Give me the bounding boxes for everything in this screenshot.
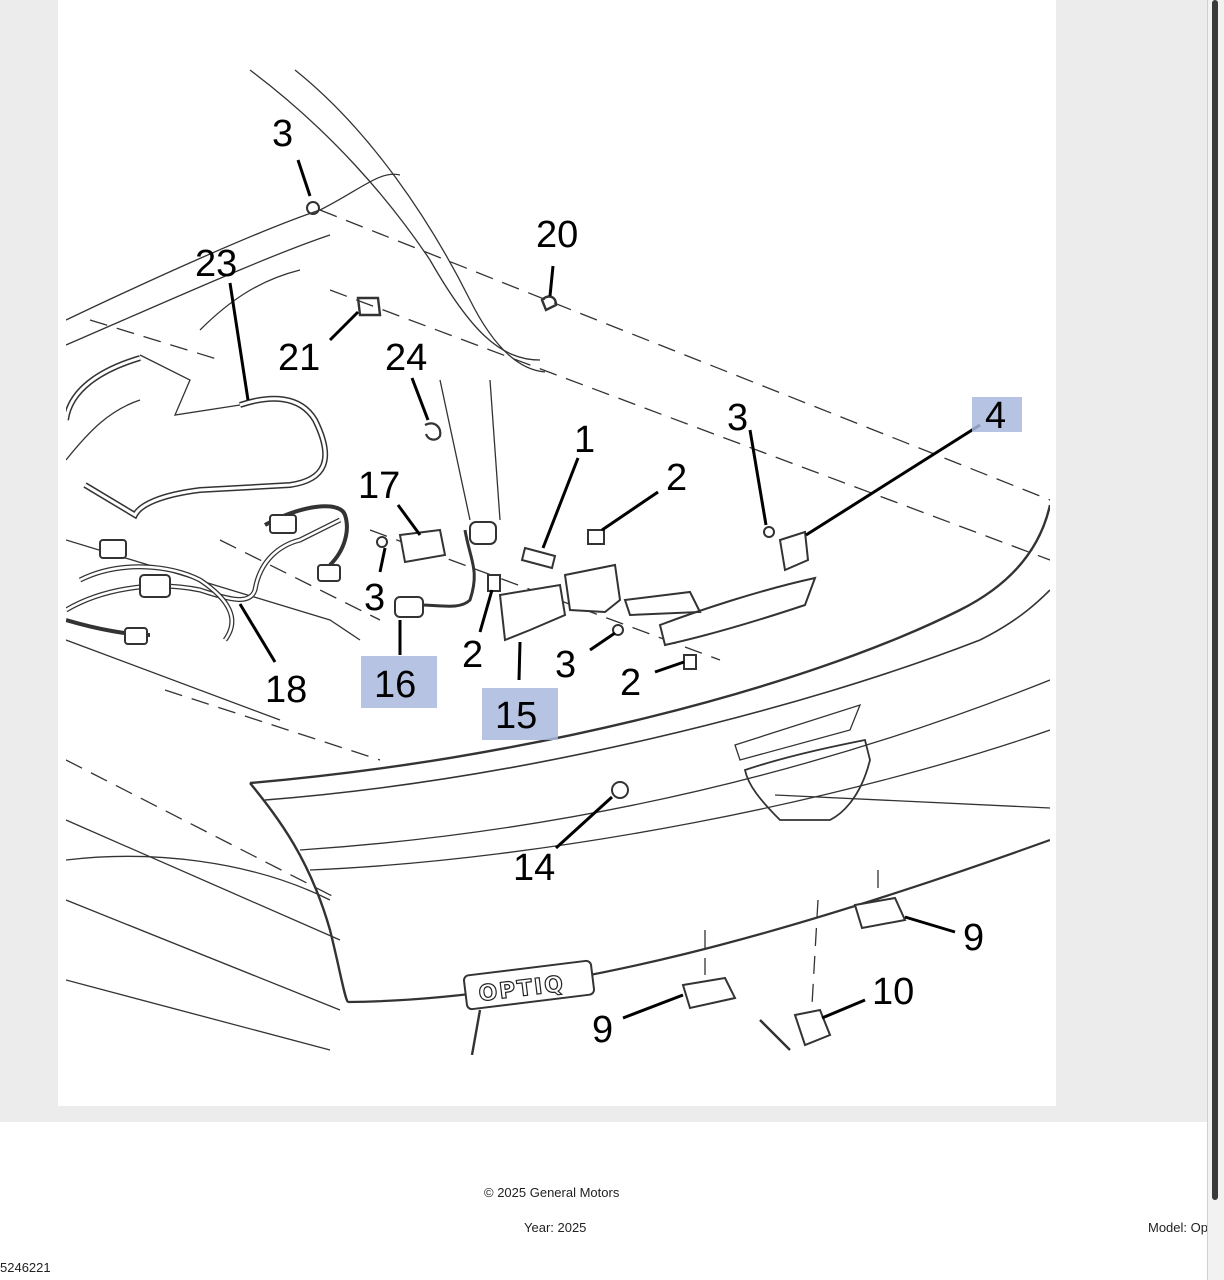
copyright-text: © 2025 General Motors (484, 1185, 620, 1200)
body-outline (294, 69, 546, 373)
handle-recess (774, 794, 1050, 809)
callout-4: 4 (985, 395, 1006, 437)
callout-3: 3 (727, 397, 748, 439)
body-outline (66, 819, 341, 941)
callout-10: 10 (872, 971, 914, 1013)
clip-20 (540, 295, 558, 312)
callout-3: 3 (272, 113, 293, 155)
document-id: 5246221 (0, 1260, 51, 1275)
emblem-plate (462, 959, 596, 1011)
fastener-3 (612, 624, 624, 636)
clip-2 (587, 529, 605, 545)
harness-23 (84, 397, 327, 518)
highlight-16 (361, 656, 437, 708)
body-outline (66, 234, 331, 346)
year-text: Year: 2025 (524, 1220, 587, 1235)
decklid-outline (299, 679, 1050, 851)
bracket-17 (398, 528, 447, 564)
body-outline (439, 379, 501, 521)
model-text: Model: Optiq (1148, 1220, 1210, 1235)
camera-10 (759, 1019, 791, 1051)
callout-1: 1 (574, 419, 595, 461)
bracket-4 (658, 576, 817, 647)
harness-23 (66, 356, 141, 421)
harness-18 (66, 518, 341, 612)
harness-23 (83, 395, 329, 520)
body-outline (199, 269, 301, 331)
harness-23 (66, 355, 141, 421)
callout-9: 9 (592, 1009, 613, 1051)
highlight-15 (482, 688, 558, 740)
callout-2: 2 (666, 457, 687, 499)
callout-24: 24 (385, 337, 427, 379)
callout-2: 2 (462, 634, 483, 676)
callout-9: 9 (963, 917, 984, 959)
harness-18 (264, 504, 349, 567)
clip-2 (487, 574, 501, 592)
body-outline (249, 69, 541, 361)
body-outline (66, 639, 281, 721)
callout-3: 3 (364, 577, 385, 619)
callout-18: 18 (265, 669, 307, 711)
latch-15 (498, 583, 567, 642)
bolt-1 (520, 546, 557, 570)
decklid-outline (309, 729, 1050, 871)
body-outline (66, 899, 341, 1011)
lamp-9 (853, 896, 907, 930)
fastener-3 (763, 526, 775, 538)
body-outline (66, 399, 141, 461)
fastener-3 (306, 201, 320, 215)
connector-16 (394, 596, 424, 618)
callout-17: 17 (358, 465, 400, 507)
bumper-14 (611, 781, 629, 799)
camera-10 (793, 1008, 832, 1047)
callout-2: 2 (620, 662, 641, 704)
body-outline (66, 979, 331, 1051)
connector (99, 539, 127, 559)
vertical-scrollbar[interactable] (1207, 0, 1224, 1280)
callout-16: 16 (374, 664, 416, 706)
callout-14: 14 (513, 847, 555, 889)
harness-23 (139, 354, 241, 416)
release-bracket (563, 563, 622, 614)
scrollbar-thumb[interactable] (1212, 0, 1218, 1200)
callout-21: 21 (278, 337, 320, 379)
decklid-outline (249, 782, 350, 1003)
connector (139, 574, 171, 598)
callout-15: 15 (495, 695, 537, 737)
decklid-outline (249, 504, 1050, 785)
callout-23: 23 (195, 243, 237, 285)
page-footer: © 2025 General Motors Year: 2025 Model: … (0, 1122, 1210, 1280)
handle-recess (743, 738, 871, 821)
connector (317, 564, 341, 582)
connector (124, 627, 148, 645)
callout-3: 3 (555, 644, 576, 686)
bracket-4 (623, 590, 702, 617)
decklid-outline (347, 838, 1050, 1004)
grommet-24 (424, 422, 442, 441)
lamp-9 (681, 976, 737, 1010)
harness-18 (79, 565, 234, 641)
connector (469, 521, 497, 545)
decklid-outline (264, 589, 1050, 801)
callout-20: 20 (536, 214, 578, 256)
bracket-4 (778, 530, 810, 572)
body-outline (66, 173, 401, 321)
connector (269, 514, 297, 534)
parts-diagram: OPTIQ 3 20 23 21 24 1 3 4 (66, 69, 1050, 1055)
highlight-4 (972, 397, 1022, 432)
handle-recess (734, 703, 862, 761)
harness-18 (66, 517, 342, 613)
fastener-3 (376, 536, 388, 548)
harness-16 (419, 529, 476, 608)
body-outline (66, 855, 331, 901)
clip-21 (356, 296, 382, 317)
clip-2 (683, 654, 697, 670)
